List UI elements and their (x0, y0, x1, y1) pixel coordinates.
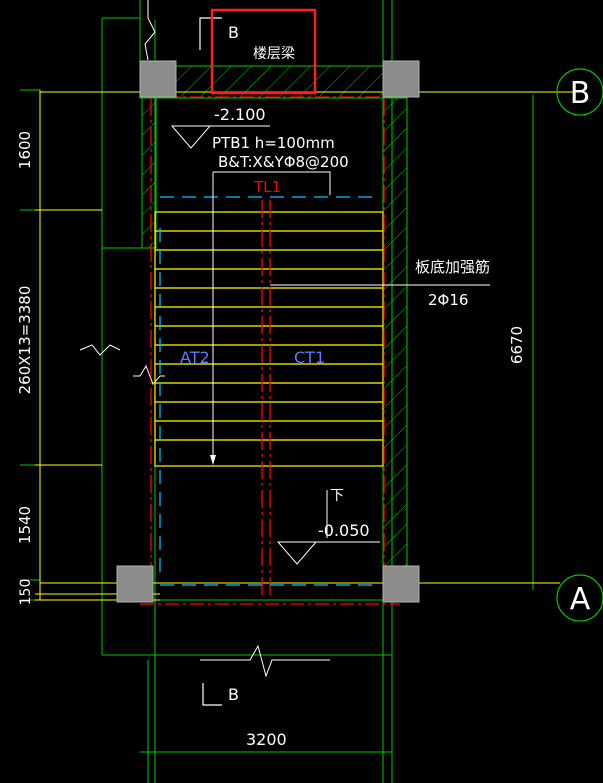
elevation-triangle-bottom-icon (276, 541, 318, 565)
section-mark-top-label: B (228, 23, 239, 42)
yellow-dim-lines (35, 90, 580, 601)
dim-steps-label: 260X13=3380 (16, 286, 34, 395)
column-top-left (139, 60, 177, 98)
right-wall-hatch (382, 97, 408, 599)
column-top-right (382, 60, 420, 98)
axis-a-label: A (570, 582, 591, 617)
elevation-top-label: -2.100 (214, 105, 266, 124)
axis-bubbles (556, 68, 603, 622)
dim-total-label: 6670 (508, 326, 526, 364)
left-wall-hatch (141, 97, 157, 249)
slab-spec-label: PTB1 h=100mm (212, 134, 335, 152)
reinforcement-note-label: 板底加强筋 (415, 258, 490, 276)
stair-treads (154, 211, 384, 467)
column-bottom-right (382, 565, 420, 603)
beam-tl1-label: TL1 (253, 178, 281, 196)
axis-b-label: B (570, 76, 591, 111)
white-linework (172, 125, 490, 543)
stair-outline (154, 211, 384, 467)
highlight-box (210, 8, 317, 95)
dim-1540-label: 1540 (16, 506, 34, 544)
dim-width-label: 3200 (246, 730, 287, 749)
highlighted-label: 楼层梁 (253, 46, 295, 62)
axis-bubble-a (556, 574, 603, 622)
rebar-spec-label: B&T:X&YΦ8@200 (218, 153, 349, 171)
stair-at2-label: AT2 (180, 348, 210, 367)
elevation-bottom-label: -0.050 (318, 521, 370, 540)
reinforcement-value-label: 2Φ16 (428, 291, 468, 309)
dim-150-label: 150 (18, 579, 34, 606)
columns (116, 60, 420, 603)
dim-1600-label: 1600 (16, 131, 34, 169)
arrow-down-icon (210, 455, 216, 465)
cyan-lines (159, 196, 380, 586)
axis-bubble-b (556, 68, 603, 116)
section-marks (199, 17, 222, 706)
column-bottom-left (116, 565, 154, 603)
section-mark-bottom-label: B (228, 685, 239, 704)
elevation-triangle-top-icon (170, 125, 212, 149)
down-mark-label: 下 (330, 488, 344, 504)
red-beams (140, 96, 400, 605)
stair-ct1-label: CT1 (294, 348, 325, 367)
break-lines (79, 0, 330, 678)
